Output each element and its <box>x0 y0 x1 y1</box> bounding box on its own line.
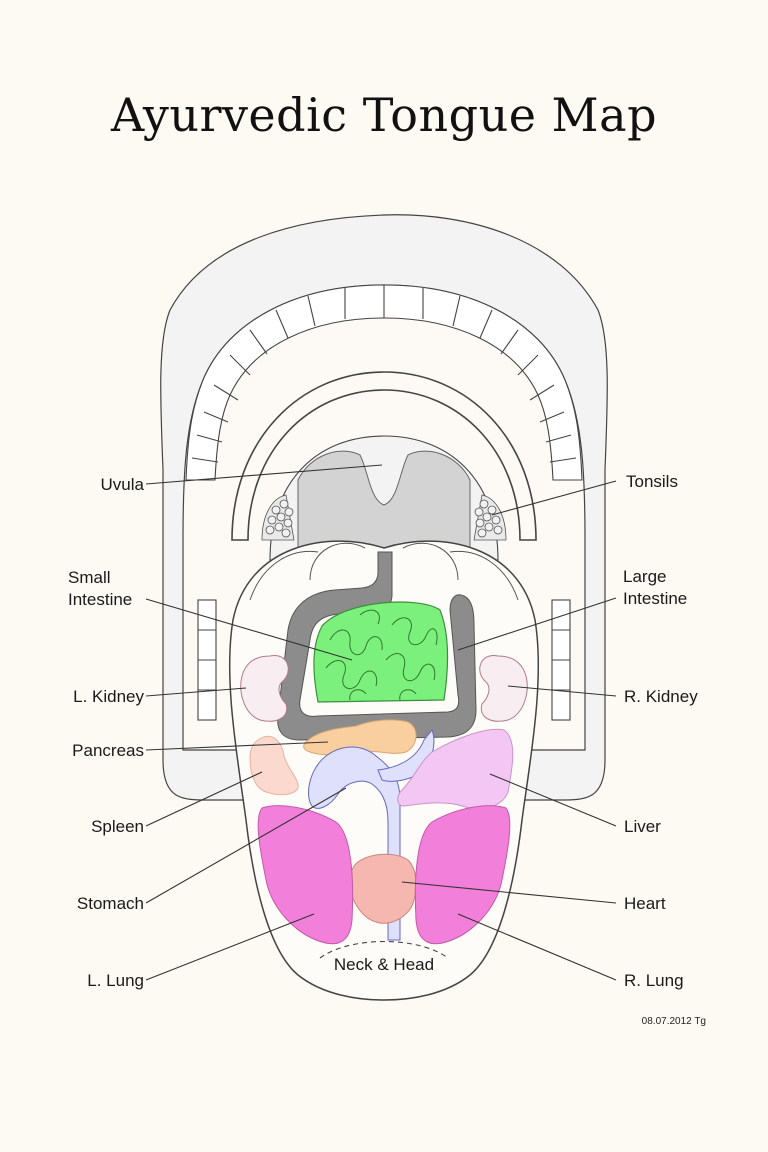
neck-head-label: Neck & Head <box>334 955 434 974</box>
neck-head-arc <box>319 940 449 959</box>
heart-label: Heart <box>624 894 666 913</box>
large-intestine <box>277 551 477 741</box>
left-lung <box>257 805 354 945</box>
tonsils-label: Tonsils <box>626 472 678 491</box>
small-intestine <box>313 601 449 703</box>
spleen-label: Spleen <box>91 817 144 836</box>
soft-palate <box>231 371 537 541</box>
upper-teeth <box>185 284 583 481</box>
tonsil-right <box>473 494 507 541</box>
uvula <box>297 450 471 561</box>
large-intestine-label-line1: Large <box>623 567 666 586</box>
large-intestine-label-line2: Intestine <box>623 589 687 608</box>
side-teeth <box>197 599 571 721</box>
left-kidney-label: L. Kidney <box>73 687 144 706</box>
pancreas-label: Pancreas <box>72 741 144 760</box>
stomach-label: Stomach <box>77 894 144 913</box>
page-title: Ayurvedic Tongue Map <box>110 88 658 142</box>
right-lung <box>414 805 511 945</box>
spleen <box>249 735 299 796</box>
small-intestine-label-line2: Intestine <box>68 590 132 609</box>
uvula-label: Uvula <box>101 475 145 494</box>
right-kidney-label: R. Kidney <box>624 687 698 706</box>
liver <box>397 728 514 810</box>
right-lung-label: R. Lung <box>624 971 684 990</box>
credit-text: 08.07.2012 Tg <box>642 1016 706 1027</box>
liver-label: Liver <box>624 817 661 836</box>
tonsil-left <box>261 494 295 541</box>
tongue-back-papillae <box>249 542 519 601</box>
pancreas <box>303 719 417 756</box>
left-kidney <box>240 655 289 722</box>
right-kidney <box>479 655 528 722</box>
leader-lines <box>145 464 617 981</box>
small-intestine-label-line1: Small <box>68 568 111 587</box>
left-lung-label: L. Lung <box>87 971 144 990</box>
